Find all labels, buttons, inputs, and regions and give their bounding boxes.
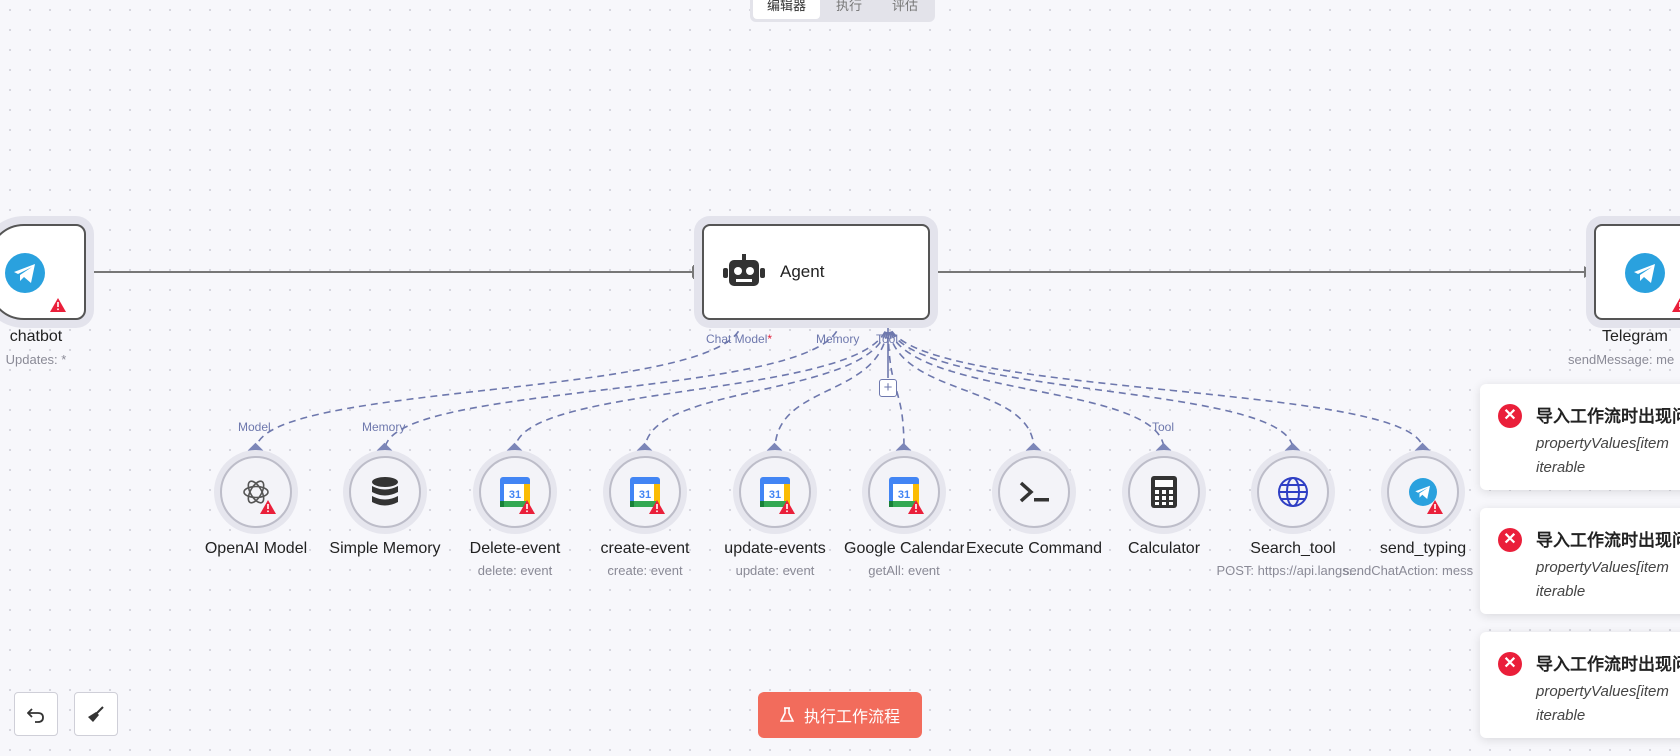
toast-message: propertyValues[item iterable [1536, 435, 1669, 476]
sub-node-connections [255, 319, 1424, 451]
error-icon: ✕ [1498, 404, 1522, 428]
error-icon: ✕ [1498, 528, 1522, 552]
view-tabs: 编辑器 执行 评估 [750, 0, 936, 22]
telegram-icon [1624, 252, 1666, 294]
agent-node[interactable]: Agent [702, 224, 930, 320]
warning-icon [1672, 298, 1680, 312]
tidy-up-button[interactable] [74, 692, 118, 736]
port-chat-model-label: Chat Model [706, 332, 768, 346]
warning-icon [50, 298, 66, 312]
error-icon: ✕ [1498, 652, 1522, 676]
warning-icon [260, 500, 276, 514]
error-toast[interactable]: ✕ 导入工作流时出现问题 propertyValues[item iterabl… [1480, 384, 1680, 490]
sub-node-name: Calculator [1127, 540, 1201, 557]
sub-node-delete-event[interactable]: 31 [473, 450, 557, 534]
port-memory[interactable]: Memory [816, 332, 860, 346]
main-connection[interactable] [85, 266, 702, 278]
sub-node-subtitle: delete: event [477, 563, 553, 578]
telegram-icon [4, 252, 46, 294]
warning-icon [779, 500, 795, 514]
sub-node-name: create-event [600, 540, 690, 557]
sub-node-update-events[interactable]: 31 [733, 450, 817, 534]
google-calendar-icon: 31 [630, 477, 660, 507]
svg-text:31: 31 [509, 489, 521, 501]
chatbot-node-subtitle: Updates: * [5, 352, 67, 367]
sub-node-search-tool[interactable] [1251, 450, 1335, 534]
svg-text:31: 31 [769, 489, 781, 501]
sub-node-calculator[interactable] [1122, 450, 1206, 534]
sub-node-name: Delete-event [469, 540, 561, 557]
undo-icon [27, 708, 44, 723]
error-toast[interactable]: ✕ 导入工作流时出现问题 propertyValues[item iterabl… [1480, 632, 1680, 738]
telegram-icon [1409, 478, 1437, 506]
svg-text:31: 31 [898, 489, 910, 501]
svg-text:31: 31 [639, 489, 651, 501]
sub-node-create-event[interactable]: 31 [603, 450, 687, 534]
sub-node-google-calendar[interactable]: 31 [862, 450, 946, 534]
telegram-node-subtitle: sendMessage: me [1568, 352, 1675, 367]
sub-node-simple-memory[interactable] [343, 450, 427, 534]
sub-node-name: Google Calendar [844, 540, 964, 557]
sub-node-subtitle: getAll: event [868, 563, 940, 578]
google-calendar-icon: 31 [760, 477, 790, 507]
agent-output-connection[interactable] [930, 266, 1594, 278]
toast-title: 导入工作流时出现问题 [1536, 655, 1680, 674]
execute-workflow-label: 执行工作流程 [803, 709, 900, 726]
warning-icon [1427, 500, 1443, 514]
flask-icon [779, 707, 794, 722]
sub-node-name: send_typing [1379, 540, 1467, 557]
telegram-output-node[interactable] [1594, 224, 1680, 320]
robot-icon [722, 252, 766, 292]
toast-title: 导入工作流时出现问题 [1536, 407, 1680, 426]
sub-node-name: update-events [724, 540, 826, 557]
port-chat-model[interactable]: Chat Model* [706, 332, 772, 346]
tab-executions[interactable]: 执行 [836, 0, 863, 13]
sub-node-port-label: Model [238, 420, 271, 434]
telegram-node-name: Telegram [1602, 328, 1668, 345]
toast-message: propertyValues[item iterable [1536, 559, 1669, 600]
sub-node-send-typing[interactable] [1381, 450, 1465, 534]
agent-input-handle[interactable] [693, 265, 701, 279]
tab-evaluations[interactable]: 评估 [892, 0, 919, 13]
sub-node-name: OpenAI Model [204, 540, 308, 557]
sub-node-name: Search_tool [1250, 540, 1336, 557]
openai-icon [243, 480, 269, 504]
sub-node-execute-command[interactable] [992, 450, 1076, 534]
sub-node-subtitle: update: event [735, 563, 815, 578]
google-calendar-icon: 31 [889, 477, 919, 507]
chatbot-node-name: chatbot [9, 328, 63, 345]
sub-node-name: Simple Memory [329, 540, 441, 557]
toast-message: propertyValues[item iterable [1536, 683, 1669, 724]
sub-node-subtitle: POST: https://api.langs... [1216, 563, 1360, 578]
agent-node-name: Agent [780, 262, 825, 281]
execute-workflow-button[interactable]: 执行工作流程 [758, 692, 922, 738]
sub-node-port-label: Memory [362, 420, 406, 434]
port-tool[interactable]: Tool [876, 332, 899, 346]
globe-icon [1278, 477, 1308, 507]
terminal-icon [1019, 481, 1049, 503]
calculator-icon [1151, 476, 1177, 508]
sub-node-name: Execute Command [964, 540, 1104, 558]
warning-icon [519, 500, 535, 514]
broom-icon [88, 706, 104, 722]
error-toast[interactable]: ✕ 导入工作流时出现问题 propertyValues[item iterabl… [1480, 508, 1680, 614]
sub-node-subtitle: create: event [607, 563, 683, 578]
undo-button[interactable] [14, 692, 58, 736]
google-calendar-icon: 31 [500, 477, 530, 507]
sub-node-port-label: Tool [1152, 420, 1175, 434]
database-icon [372, 477, 398, 506]
warning-icon [649, 500, 665, 514]
warning-icon [908, 500, 924, 514]
required-mark: * [767, 332, 773, 346]
sub-node-subtitle: sendChatAction: mess [1343, 563, 1474, 578]
sub-node-openai-model[interactable] [214, 450, 298, 534]
tab-editor[interactable]: 编辑器 [753, 0, 821, 19]
chatbot-trigger-node[interactable] [0, 224, 86, 320]
add-tool-button[interactable]: + [879, 379, 897, 397]
toast-title: 导入工作流时出现问题 [1536, 531, 1680, 550]
